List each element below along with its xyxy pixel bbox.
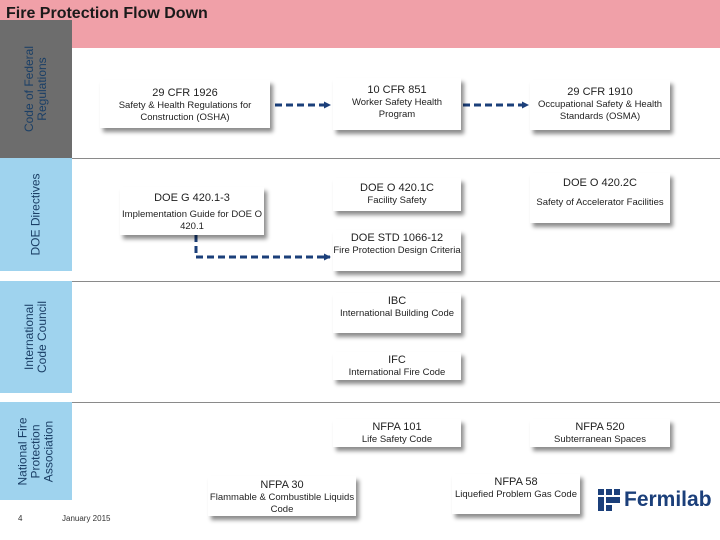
- box-subtitle: Flammable & Combustible Liquids Code: [209, 492, 355, 515]
- box-ibc: IBC International Building Code: [333, 293, 461, 333]
- fermilab-logo: Fermilab: [598, 488, 712, 512]
- page-number: 4: [18, 514, 23, 523]
- box-subtitle: Worker Safety Health Program: [351, 97, 443, 120]
- box-subtitle: Life Safety Code: [361, 434, 433, 445]
- box-10-cfr-851: 10 CFR 851 Worker Safety Health Program: [333, 78, 461, 130]
- box-29-cfr-1910: 29 CFR 1910 Occupational Safety & Health…: [530, 80, 670, 130]
- box-title: IFC: [388, 354, 406, 366]
- row-divider: [72, 158, 720, 159]
- box-subtitle: Facility Safety: [367, 195, 427, 206]
- box-nfpa-520: NFPA 520 Subterranean Spaces: [530, 419, 670, 447]
- row-divider: [72, 402, 720, 403]
- box-title: 29 CFR 1910: [567, 86, 633, 98]
- box-title: IBC: [387, 295, 407, 307]
- box-subtitle: Safety of Accelerator Facilities: [536, 197, 664, 208]
- band-international-code-council: International Code Council: [0, 281, 72, 393]
- box-title: DOE G 420.1-3: [154, 192, 230, 204]
- box-subtitle: International Fire Code: [348, 367, 446, 378]
- page-title: Fire Protection Flow Down: [6, 5, 208, 22]
- box-doe-std-1066-12: DOE STD 1066-12 Fire Protection Design C…: [333, 230, 461, 271]
- box-doe-o-420-2c: DOE O 420.2C Safety of Accelerator Facil…: [530, 173, 670, 223]
- box-title: 29 CFR 1926: [152, 87, 218, 99]
- box-title: NFPA 520: [575, 421, 625, 433]
- band-national-fire-protection-association: National Fire Protection Association: [0, 402, 72, 500]
- box-title: DOE O 420.2C: [563, 177, 637, 189]
- box-subtitle: International Building Code: [339, 308, 455, 319]
- fermilab-logo-icon: [598, 489, 620, 511]
- box-subtitle: Subterranean Spaces: [554, 434, 646, 445]
- box-subtitle: Fire Protection Design Criteria: [333, 245, 461, 256]
- row-divider: [72, 281, 720, 282]
- box-ifc: IFC International Fire Code: [333, 352, 461, 380]
- box-nfpa-30: NFPA 30 Flammable & Combustible Liquids …: [208, 476, 356, 516]
- box-nfpa-101: NFPA 101 Life Safety Code: [333, 419, 461, 447]
- box-title: DOE O 420.1C: [360, 182, 434, 194]
- box-title: NFPA 101: [372, 421, 422, 433]
- box-doe-g-420-1-3: DOE G 420.1-3 Implementation Guide for D…: [120, 187, 264, 235]
- box-doe-o-420-1c: DOE O 420.1C Facility Safety: [333, 178, 461, 211]
- connector-guide-to-std: [194, 235, 331, 261]
- fermilab-logo-text: Fermilab: [624, 488, 712, 511]
- box-title: NFPA 30: [260, 479, 304, 491]
- box-subtitle: Liquefied Problem Gas Code: [455, 489, 577, 500]
- box-subtitle: Occupational Safety & Health Standards (…: [537, 99, 663, 122]
- box-29-cfr-1926: 29 CFR 1926 Safety & Health Regulations …: [100, 80, 270, 128]
- box-subtitle: Safety & Health Regulations for Construc…: [118, 100, 252, 123]
- box-subtitle: Implementation Guide for DOE O 420.1: [122, 209, 262, 232]
- header-bar: [0, 0, 720, 48]
- box-title: DOE STD 1066-12: [350, 232, 444, 244]
- footer-date: January 2015: [62, 514, 111, 523]
- band-doe-directives: DOE Directives: [0, 158, 72, 271]
- box-nfpa-58: NFPA 58 Liquefied Problem Gas Code: [452, 474, 580, 514]
- box-title: 10 CFR 851: [367, 84, 427, 96]
- band-code-of-federal-regulations: Code of Federal Regulations: [0, 20, 72, 158]
- box-title: NFPA 58: [494, 476, 538, 488]
